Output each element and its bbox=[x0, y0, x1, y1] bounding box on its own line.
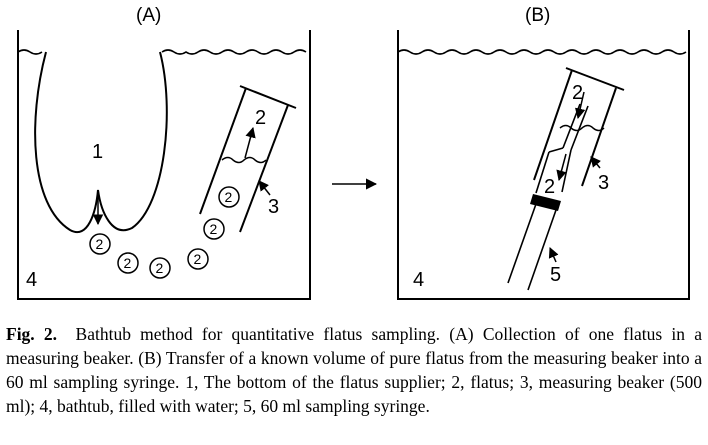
svg-text:2: 2 bbox=[156, 260, 164, 276]
water-surface-b bbox=[397, 49, 687, 55]
figure-caption: Fig. 2. Bathtub method for quantitative … bbox=[6, 322, 702, 418]
label-bathtub-a: 4 bbox=[26, 269, 37, 291]
caption-label: Fig. 2. bbox=[6, 324, 58, 344]
label-flatus-top-b: 2 bbox=[572, 82, 583, 104]
label-supplier-1: 1 bbox=[92, 141, 103, 163]
bathtub-b bbox=[397, 30, 690, 300]
svg-text:2: 2 bbox=[210, 221, 218, 237]
label-beaker-b: 3 bbox=[598, 172, 609, 194]
bathtub-a bbox=[17, 30, 311, 300]
pointer-syringe bbox=[548, 247, 559, 263]
bubble-4: 2 bbox=[187, 248, 209, 270]
svg-text:2: 2 bbox=[124, 255, 132, 271]
svg-text:2: 2 bbox=[96, 236, 104, 252]
svg-text:2: 2 bbox=[194, 251, 202, 267]
water-surface-a bbox=[17, 49, 307, 55]
bubble-2: 2 bbox=[117, 252, 139, 274]
bubble-3: 2 bbox=[149, 257, 171, 279]
label-syringe: 5 bbox=[550, 264, 561, 286]
flatus-arrow-beaker-a bbox=[244, 126, 256, 159]
panel-b-label: (B) bbox=[525, 5, 550, 26]
pointer-beaker-b bbox=[590, 156, 602, 169]
bubble-6: 2 bbox=[218, 186, 240, 208]
figure-diagram: (A) 1 2 2 2 2 2 2 2 3 4 (B) bbox=[17, 5, 690, 300]
caption-text: Bathtub method for quantitative flatus s… bbox=[6, 324, 702, 416]
bubble-5: 2 bbox=[203, 218, 225, 240]
label-flatus-syringe-b: 2 bbox=[544, 176, 555, 198]
flatus-arrow-syringe bbox=[556, 153, 567, 182]
bubble-1: 2 bbox=[89, 233, 111, 255]
label-bathtub-b: 4 bbox=[413, 269, 424, 291]
flatus-supplier bbox=[34, 51, 168, 233]
svg-text:2: 2 bbox=[225, 189, 233, 205]
pointer-beaker-a bbox=[258, 180, 271, 196]
measuring-beaker-a bbox=[199, 85, 297, 233]
measuring-beaker-b bbox=[533, 67, 625, 187]
label-beaker-a: 3 bbox=[268, 196, 279, 218]
label-flatus-a: 2 bbox=[255, 107, 266, 129]
panel-a-label: (A) bbox=[136, 5, 161, 26]
flatus-arrow-b bbox=[575, 91, 586, 120]
syringe-plunger bbox=[530, 194, 561, 211]
